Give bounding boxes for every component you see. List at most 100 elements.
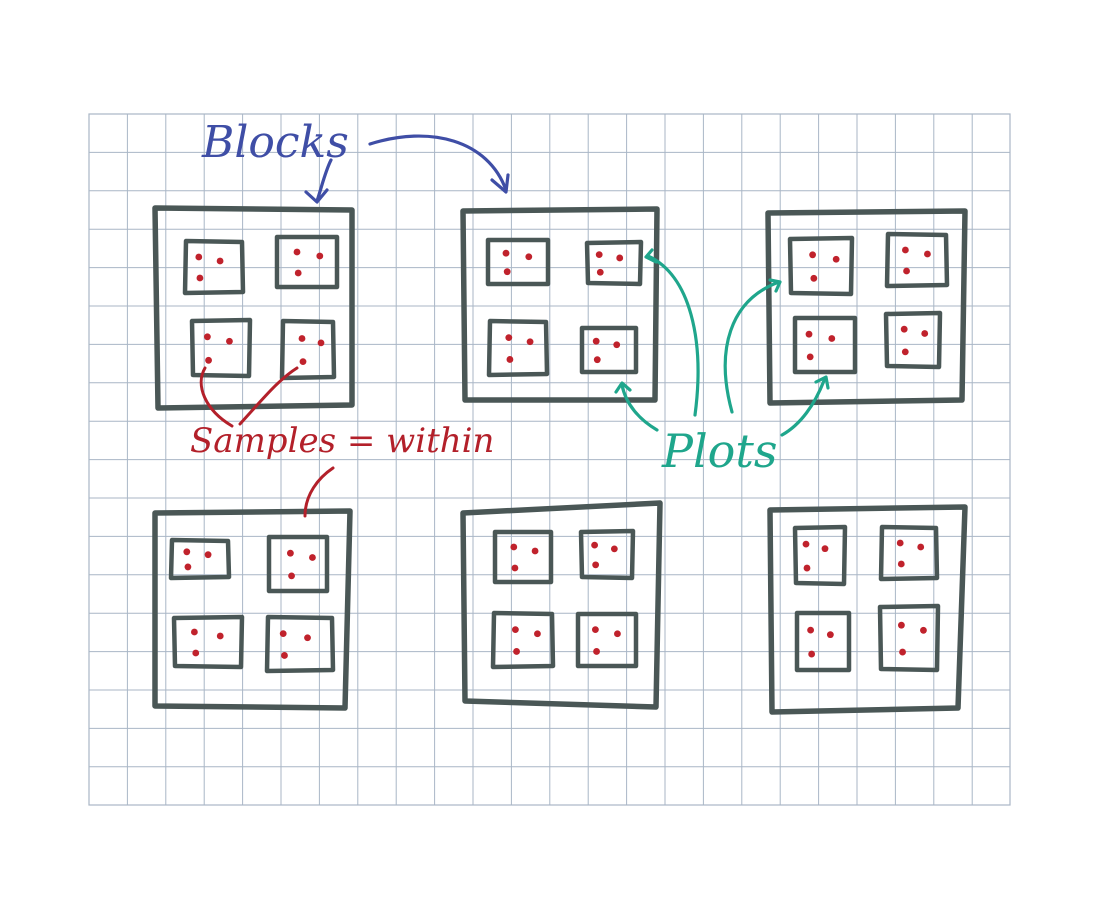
plots-arrow-4 [780,376,827,437]
plots-arrow-2 [646,254,700,417]
sample-dot [803,564,811,572]
sample-dot [614,630,621,638]
sample-dot [593,356,601,364]
block-1 [152,205,355,411]
sample-dot [299,358,307,365]
plot-1-3 [189,317,253,379]
plot-outline [189,317,253,379]
plots-label: Plots [661,424,777,478]
block-outline [767,504,968,715]
plot-outline [168,537,232,581]
graph-paper-grid [88,113,1011,806]
plot-outline [182,238,246,296]
sample-dot [917,543,925,551]
block-5 [460,500,663,710]
sample-dot [316,252,324,260]
block-6 [767,504,968,715]
blocks-annotation: Blocks [201,117,510,204]
plot-4-2 [266,534,330,594]
plot-5-4 [575,611,639,669]
plot-outline [878,524,940,582]
sample-dot [897,560,905,568]
sample-dot [807,626,814,634]
blocks-arrow-right [368,134,508,192]
plot-5-2 [578,528,636,581]
plot-outline [883,310,943,370]
sample-dot [525,253,533,261]
sample-dot [503,268,511,276]
plot-outline [794,610,852,673]
sample-dot [920,626,927,634]
plot-1-2 [274,234,340,290]
plots-arrow-1 [620,383,659,432]
samples-within-label: Samples = within [190,421,494,461]
plot-2-2 [584,239,644,287]
block-4 [152,508,353,711]
plot-outline [578,528,636,581]
sample-dot [828,335,836,342]
sample-dot [616,254,624,262]
plot-outline [266,534,330,594]
plots-arrow-4-head [814,375,830,390]
samples-pointer-1 [199,366,234,428]
sample-dot [832,255,840,263]
plot-6-2 [878,524,940,582]
sample-dot [526,338,534,346]
blocks-arrow-left [315,158,333,203]
plot-outline [492,529,554,585]
plot-outline [575,611,639,669]
sample-dot [294,269,302,277]
plot-outline [792,315,858,375]
block-3 [765,208,968,406]
plot-1-4 [279,318,337,381]
sample-dot [226,337,233,345]
block-outline [765,208,968,406]
plot-4-3 [171,614,245,670]
sample-dot [309,554,316,561]
blocks-arrow-right-head [490,173,510,194]
block-outline [460,206,660,403]
sample-dot [505,334,513,341]
sample-dot [502,249,510,257]
sample-dot [810,274,818,282]
plot-1-1 [182,238,246,296]
sample-dot [900,325,908,333]
sample-dot [806,353,814,361]
plot-outline [279,318,337,381]
sample-dot [510,543,518,551]
sample-dot [287,549,294,557]
sample-dot [808,650,816,658]
sample-dot [805,330,813,338]
plot-6-3 [794,610,852,673]
sample-dot [298,335,306,342]
sample-dot [901,348,909,356]
sample-dot [512,626,519,633]
sample-dot [592,561,600,569]
sample-dot [511,564,519,572]
plot-outline [274,234,340,290]
blocks-layer [152,205,968,715]
plot-outline [884,231,950,289]
plots-arrow-3-head [768,278,782,293]
sample-dot [304,634,311,642]
sample-dot [513,648,520,655]
sample-dot [596,268,604,276]
sample-dot [216,257,224,265]
plot-2-3 [486,318,550,378]
sample-dot [205,356,212,364]
sample-dot [610,545,618,553]
sample-dot [595,251,603,258]
sample-dot [613,341,621,349]
sample-dot [903,267,910,275]
sample-dot [591,541,598,549]
sample-dot [921,330,929,337]
sample-dot [592,337,600,345]
plot-2-4 [579,325,639,375]
blocks-label: Blocks [201,117,349,168]
sample-dot [281,652,288,659]
sample-dot [534,630,541,638]
sample-dot [593,648,600,655]
block-outline [460,500,663,710]
sample-dot [216,632,224,640]
